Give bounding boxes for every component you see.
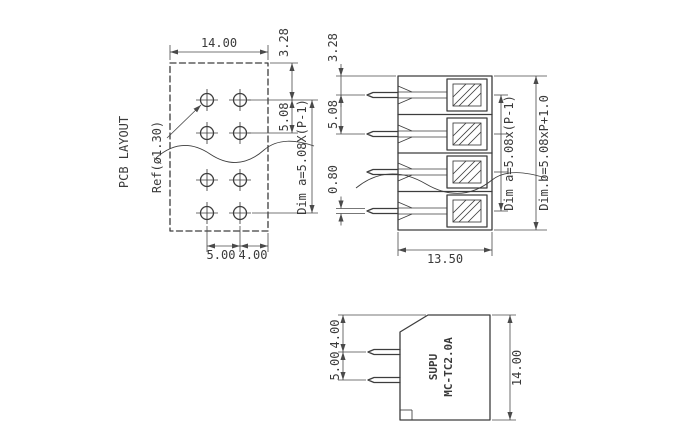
pcb-hole xyxy=(229,89,251,111)
pcb-col-spacing-value: 5.00 xyxy=(207,248,236,262)
pcb-hole xyxy=(196,202,218,224)
pcb-hole xyxy=(229,122,251,144)
clamp-box xyxy=(446,78,488,112)
side-height-value: 14.00 xyxy=(510,350,524,386)
pcb-edge-offset-value: 4.00 xyxy=(239,248,268,262)
front-view: 3.28 5.08 0.80 13.50 xyxy=(326,33,551,266)
side-pin-upper xyxy=(367,348,401,356)
pcb-dim-width: 14.00 xyxy=(169,36,269,60)
front-dim-width: 13.50 xyxy=(397,232,493,266)
terminal-cell xyxy=(366,194,488,228)
side-pin-lower xyxy=(367,376,401,384)
pcb-hole xyxy=(229,169,251,191)
side-dim-pin-offset: 4.00 xyxy=(328,314,426,353)
terminal-pin xyxy=(366,168,399,176)
pcb-hole xyxy=(196,169,218,191)
pcb-layout-label: PCB LAYOUT xyxy=(117,116,131,188)
clamp-box xyxy=(446,117,488,151)
pcb-dim-a-value: Dim a=5.08X(P-1) xyxy=(295,99,309,215)
pcb-ref-label: Ref(ø1.30) xyxy=(150,121,164,193)
front-width-value: 13.50 xyxy=(427,252,463,266)
front-dim-pitch: 5.08 xyxy=(326,95,365,135)
pcb-width-value: 14.00 xyxy=(201,36,237,50)
pcb-ref-leader: Ref(ø1.30) xyxy=(150,104,202,193)
clamp-box xyxy=(446,194,488,228)
front-dim-b: Dim.b=5.08xP+1.0 xyxy=(494,75,551,231)
front-dim-top-offset: 3.28 xyxy=(326,33,396,107)
side-pin-pitch-value: 5.00 xyxy=(328,352,342,381)
side-pin-offset-value: 4.00 xyxy=(328,320,342,349)
brand-label: SUPU xyxy=(427,353,440,380)
model-label: MC-TC2.0A xyxy=(442,337,455,397)
pcb-hole xyxy=(229,202,251,224)
front-top-offset-value: 3.28 xyxy=(326,33,340,62)
front-dim-a: Dim a=5.08x(P-1) xyxy=(494,94,516,212)
front-dim-a-value: Dim a=5.08x(P-1) xyxy=(502,95,516,211)
pcb-dim-a: Dim a=5.08X(P-1) xyxy=(252,99,318,215)
front-dim-pin-thickness: 0.80 xyxy=(326,165,365,226)
terminal-cell xyxy=(366,117,488,151)
pcb-pitch-value: 5.08 xyxy=(277,103,291,132)
front-pitch-value: 5.08 xyxy=(326,100,340,129)
front-break-line xyxy=(355,172,547,194)
terminal-pin xyxy=(366,207,399,215)
pcb-top-offset-value: 3.28 xyxy=(277,28,291,57)
side-view: SUPU MC-TC2.0A 4.00 5.00 14.00 xyxy=(328,314,524,421)
pcb-dim-bottom: 5.00 4.00 xyxy=(207,226,269,262)
terminal-cell xyxy=(366,155,488,189)
terminal-cell xyxy=(366,78,488,112)
front-pin-thickness-value: 0.80 xyxy=(326,165,340,194)
clamp-box xyxy=(446,155,488,189)
side-body-outline xyxy=(399,314,491,421)
pcb-break-line xyxy=(155,140,315,163)
pcb-dim-top-offset: 3.28 xyxy=(248,28,298,101)
side-dim-height: 14.00 xyxy=(492,314,524,421)
pcb-view: PCB LAYOUT Ref(ø1.30) 14.00 3.28 5.08 xyxy=(117,28,318,262)
pcb-dim-pitch: 5.08 xyxy=(248,100,298,134)
terminal-pin xyxy=(366,91,399,99)
side-dim-pin-pitch: 5.00 xyxy=(328,352,366,381)
front-dim-b-value: Dim.b=5.08xP+1.0 xyxy=(537,95,551,211)
pcb-hole xyxy=(196,89,218,111)
terminal-pin xyxy=(366,130,399,138)
pcb-hole xyxy=(196,122,218,144)
pcb-outline xyxy=(169,62,269,232)
